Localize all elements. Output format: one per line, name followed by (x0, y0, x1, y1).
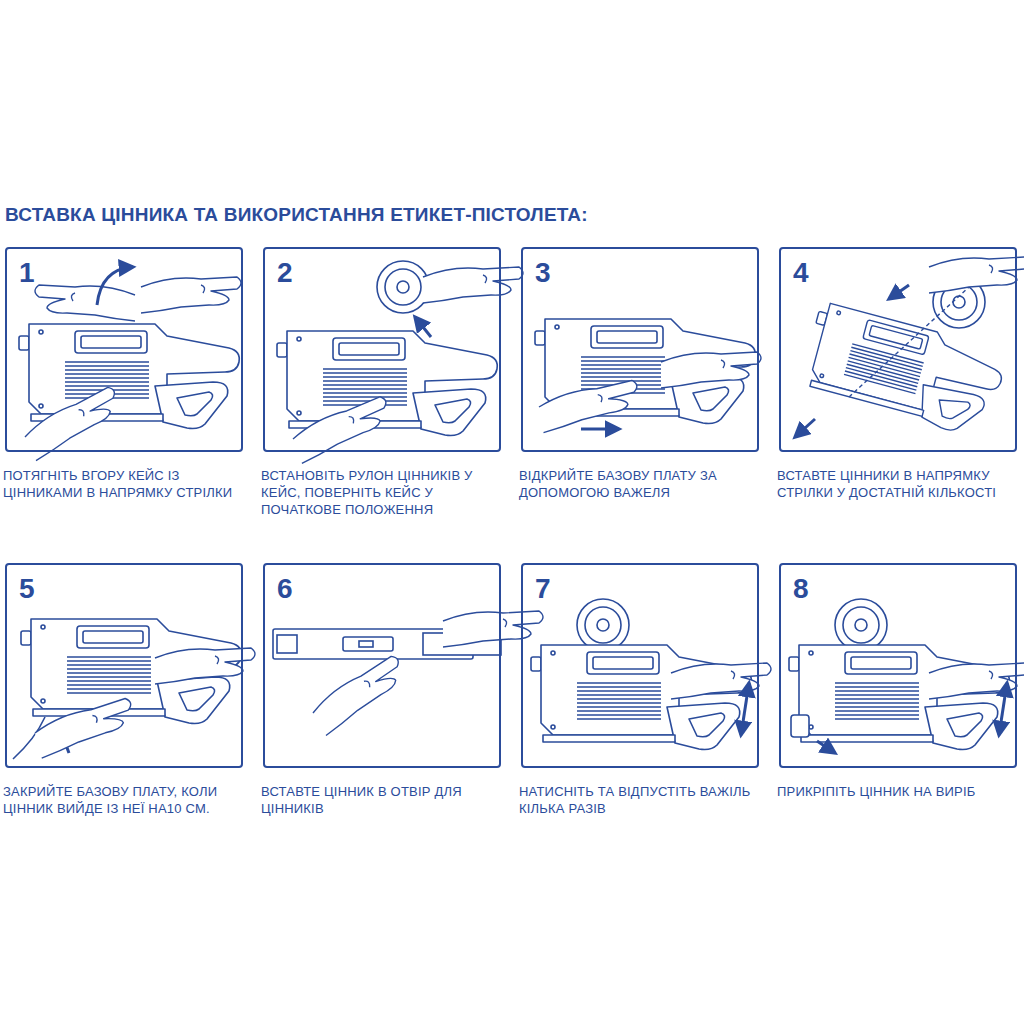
step-panel: 1ПОТЯГНІТЬ ВГОРУ КЕЙС ІЗ ЦІННИКАМИ В НАП… (5, 247, 243, 505)
step-caption: ВСТАВТЕ ЦІННИК В ОТВІР ДЛЯ ЦІННИКІВ (261, 783, 511, 817)
panel-frame: 5 (5, 563, 243, 768)
panel-3-art (535, 319, 761, 433)
step-panel: 4ВСТАВТЕ ЦІННИКИ В НАПРЯМКУ СТРІЛКИ У ДО… (779, 247, 1017, 505)
step-caption: НАТИСНІТЬ ТА ВІДПУСТІТЬ ВАЖІЛЬ КІЛЬКА РА… (519, 783, 769, 817)
label-gun (19, 324, 239, 429)
hand (21, 386, 127, 461)
hand (141, 277, 241, 313)
label-roll (377, 261, 429, 313)
step-caption: ПОТЯГНІТЬ ВГОРУ КЕЙС ІЗ ЦІННИКАМИ В НАПР… (3, 467, 253, 501)
label-roll (577, 599, 629, 651)
press-arrow (741, 683, 749, 735)
label-strip (849, 287, 969, 397)
hand (443, 611, 543, 647)
step-panel: 3ВІДКРИЙТЕ БАЗОВУ ПЛАТУ ЗА ДОПОМОГОЮ ВАЖ… (521, 247, 759, 505)
step-panel: 6ВСТАВТЕ ЦІННИК В ОТВІР ДЛЯ ЦІННИКІВ (263, 563, 501, 821)
product (791, 715, 809, 737)
label-tab (359, 641, 373, 647)
hand (671, 663, 771, 699)
hand (155, 648, 255, 684)
step-number: 6 (277, 573, 293, 605)
step-caption: ВІДКРИЙТЕ БАЗОВУ ПЛАТУ ЗА ДОПОМОГОЮ ВАЖЕ… (519, 467, 769, 501)
label-gun (277, 331, 497, 436)
hand (423, 267, 523, 303)
hand (35, 285, 135, 321)
step-number: 2 (277, 257, 293, 289)
direction-arrow (97, 267, 133, 305)
panel-7-art (531, 599, 771, 750)
hand (661, 352, 761, 388)
panel-5-art (13, 619, 255, 759)
panel-frame: 1 (5, 247, 243, 452)
direction-arrow (817, 741, 835, 753)
panel-frame: 6 (263, 563, 501, 768)
direction-arrow (415, 317, 431, 337)
panel-8-art (789, 599, 1024, 753)
hand (308, 654, 413, 735)
panel-1-art (19, 267, 241, 461)
direction-arrow (889, 285, 909, 299)
hand (537, 380, 642, 433)
hand (290, 395, 396, 463)
step-caption: ЗАКРИЙТЕ БАЗОВУ ПЛАТУ, КОЛИ ЦІННИК ВИЙДЕ… (3, 783, 253, 817)
hand (32, 697, 138, 758)
label-opening (343, 637, 393, 651)
panel-6-art (273, 611, 543, 736)
step-number: 4 (793, 257, 809, 289)
panel-frame: 8 (779, 563, 1017, 768)
step-number: 5 (19, 573, 35, 605)
label-slot (277, 635, 297, 653)
panel-frame: 2 (263, 247, 501, 452)
step-panel: 8ПРИКРІПІТЬ ЦІННИК НА ВИРІБ (779, 563, 1017, 804)
step-caption: ВСТАВТЕ ЦІННИКИ В НАПРЯМКУ СТРІЛКИ У ДОС… (777, 467, 1024, 501)
step-number: 3 (535, 257, 551, 289)
step-number: 1 (19, 257, 35, 289)
press-arrow (999, 683, 1007, 735)
direction-arrow (581, 428, 619, 431)
hand (929, 663, 1024, 699)
label-gun (789, 645, 1009, 750)
panel-frame: 7 (521, 563, 759, 768)
panel-2-art (277, 261, 523, 463)
panel-frame: 3 (521, 247, 759, 452)
step-number: 8 (793, 573, 809, 605)
label-roll (835, 599, 887, 651)
step-caption: ВСТАНОВІТЬ РУЛОН ЦІННИКІВ У КЕЙС, ПОВЕРН… (261, 467, 511, 518)
direction-arrow (795, 419, 815, 437)
panel-frame: 4 (779, 247, 1017, 452)
step-panel: 7НАТИСНІТЬ ТА ВІДПУСТІТЬ ВАЖІЛЬ КІЛЬКА Р… (521, 563, 759, 821)
label-gun (798, 301, 1009, 440)
step-number: 7 (535, 573, 551, 605)
step-caption: ПРИКРІПІТЬ ЦІННИК НА ВИРІБ (777, 783, 1024, 800)
title: ВСТАВКА ЦІННИКА ТА ВИКОРИСТАННЯ ЕТИКЕТ-П… (5, 204, 1005, 226)
panel-4-art (795, 257, 1024, 440)
step-panel: 2ВСТАНОВІТЬ РУЛОН ЦІННИКІВ У КЕЙС, ПОВЕР… (263, 247, 501, 522)
hand (929, 257, 1024, 293)
step-panel: 5ЗАКРИЙТЕ БАЗОВУ ПЛАТУ, КОЛИ ЦІННИК ВИЙД… (5, 563, 243, 821)
label-gun (531, 645, 751, 750)
